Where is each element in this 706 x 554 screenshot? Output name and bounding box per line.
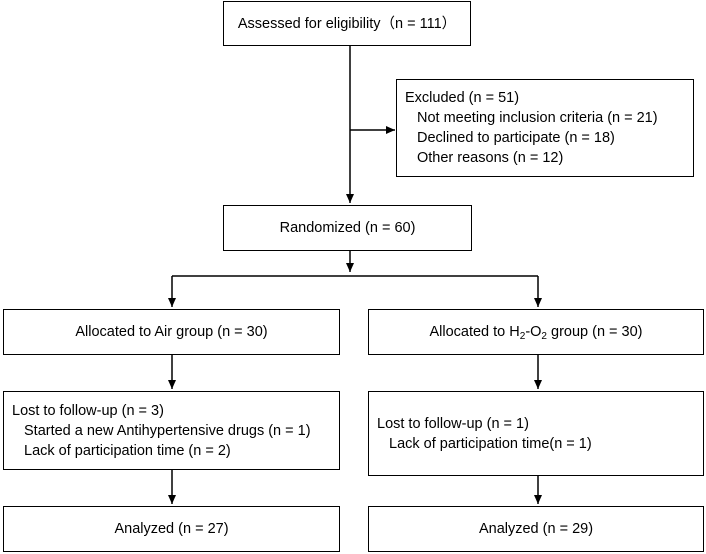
- h2o2-analyzed-box: Analyzed (n = 29): [368, 506, 704, 552]
- air-lost-item: Started a new Antihypertensive drugs (n …: [24, 422, 311, 439]
- randomized-label: Randomized (n = 60): [279, 220, 416, 236]
- assessed-box: Assessed for eligibility（n = 111）: [223, 1, 471, 46]
- air-analyzed-box: Analyzed (n = 27): [3, 506, 340, 552]
- h2o2-lost-item: Lack of participation time(n = 1): [389, 435, 592, 452]
- h2o2-analyzed-label: Analyzed (n = 29): [478, 521, 594, 537]
- h2o2-lost-title: Lost to follow-up (n = 1): [377, 415, 529, 432]
- h2o2-allocation-box: Allocated to H2-O2 group (n = 30): [368, 309, 704, 355]
- air-lost-item: Lack of participation time (n = 2): [24, 442, 231, 459]
- excluded-item: Declined to participate (n = 18): [417, 130, 615, 146]
- air-allocation-label: Allocated to Air group (n = 30): [75, 324, 268, 340]
- air-lost-title: Lost to follow-up (n = 3): [12, 402, 164, 419]
- air-lost-box: Lost to follow-up (n = 3) Started a new …: [3, 391, 340, 470]
- excluded-title: Excluded (n = 51): [405, 90, 520, 106]
- h2o2-lost-box: Lost to follow-up (n = 1) Lack of partic…: [368, 391, 704, 476]
- air-analyzed-label: Analyzed (n = 27): [114, 521, 229, 537]
- air-allocation-box: Allocated to Air group (n = 30): [3, 309, 340, 355]
- randomized-box: Randomized (n = 60): [223, 205, 472, 251]
- h2o2-allocation-label: Allocated to H2-O2 group (n = 30): [429, 324, 643, 342]
- excluded-item: Other reasons (n = 12): [417, 150, 564, 166]
- excluded-box: Excluded (n = 51) Not meeting inclusion …: [396, 79, 694, 177]
- excluded-item: Not meeting inclusion criteria (n = 21): [417, 110, 658, 126]
- assessed-label: Assessed for eligibility（n = 111）: [237, 15, 457, 32]
